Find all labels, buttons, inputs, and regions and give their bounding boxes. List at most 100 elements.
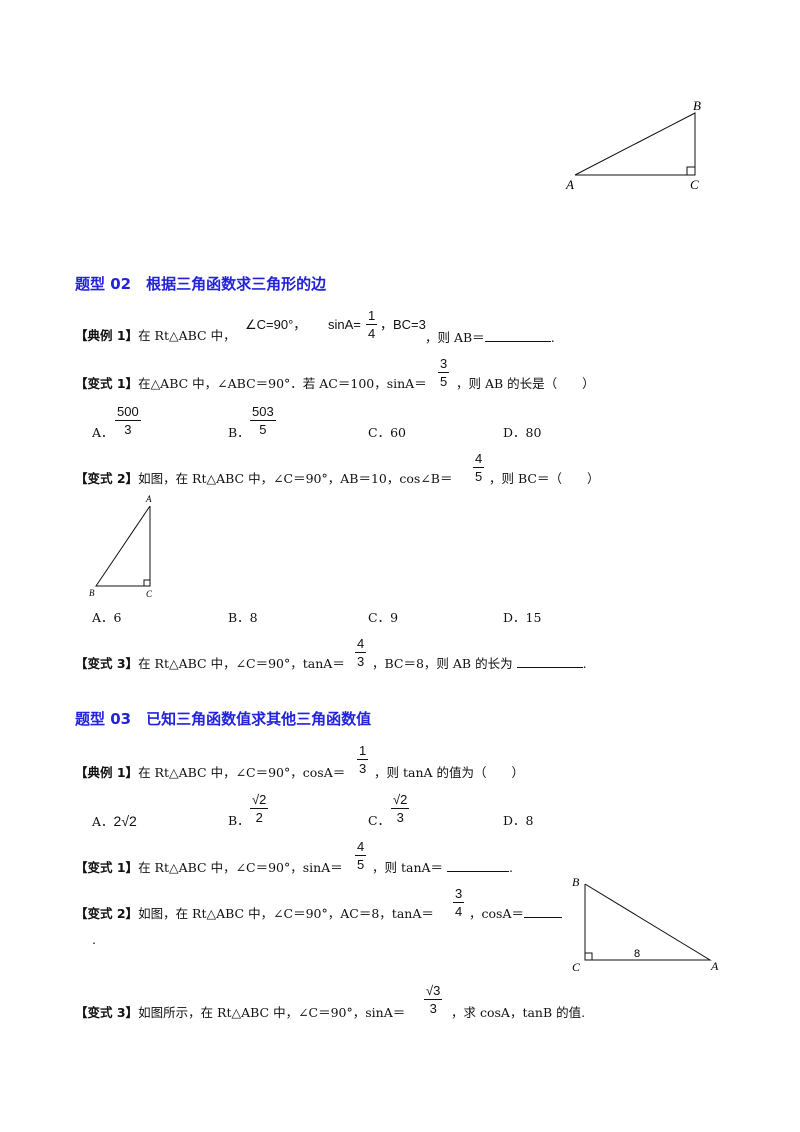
type02-example1-bc: ，BC=3 (380, 317, 426, 332)
option-a[interactable]: A．2√2 (92, 814, 137, 829)
fraction-denominator: 4 (455, 904, 463, 919)
fraction-denominator: 5 (440, 374, 448, 389)
triangle-figure-top: B A C (565, 98, 701, 192)
question-label: 【变式 2】 (75, 471, 139, 486)
question-label: 【典例 1】 (75, 328, 139, 343)
vertex-label-b: B (572, 875, 580, 889)
fraction-denominator: 2 (255, 810, 263, 825)
fraction: 3 4 (453, 886, 465, 919)
vertex-label-b: B (89, 588, 95, 598)
triangle-figure-variant2: A B C (89, 494, 153, 599)
type02-example1-line1: 【典例 1】在 Rt△ABC 中， (75, 328, 236, 343)
fraction: 4 5 (355, 839, 367, 872)
type02-variant1-tail: ，则 AB 的长是（ ） (456, 376, 595, 391)
type02-variant2-line: 【变式 2】如图，在 Rt△ABC 中，∠C＝90°，AB＝10，cos∠B＝ (75, 471, 453, 486)
type03-variant3-line: 【变式 3】如图所示，在 Rt△ABC 中，∠C＝90°，sinA＝ (75, 1005, 406, 1020)
question-text: ，cosA＝ (469, 906, 524, 921)
fraction-numerator: √3 (424, 983, 443, 1000)
question-text: 在 Rt△ABC 中，∠C＝90°，cosA＝ (138, 765, 346, 780)
option-c[interactable]: C． (368, 813, 391, 828)
triangle-figure-variant2-b: B C A 8 (572, 875, 719, 974)
fraction: 4 3 (355, 637, 367, 669)
question-text: 在 Rt△ABC 中，∠C＝90°，sinA＝ (138, 860, 343, 875)
question-label: 【变式 1】 (75, 860, 139, 875)
fraction: √3 3 (424, 983, 443, 1016)
type03-example1-line: 【典例 1】在 Rt△ABC 中，∠C＝90°，cosA＝ (75, 765, 346, 780)
type03-variant1-line: 【变式 1】在 Rt△ABC 中，∠C＝90°，sinA＝ (75, 860, 343, 875)
type03-variant2-line: 【变式 2】如图，在 Rt△ABC 中，∠C＝90°，AC＝8，tanA＝ (75, 906, 434, 921)
fraction-numerator: 4 (355, 839, 367, 856)
fraction-denominator: 5 (259, 422, 267, 437)
option-label: A． (92, 814, 114, 829)
vertex-label-a: A (710, 959, 719, 973)
answer-blank[interactable] (484, 341, 551, 342)
fraction-denominator: 5 (357, 857, 365, 872)
vertex-label-c: C (572, 960, 581, 974)
question-text: 在△ABC 中，∠ABC＝90°．若 AC＝100，sinA＝ (138, 376, 427, 391)
vertex-label-c: C (146, 589, 153, 599)
fraction-numerator: 1 (366, 308, 378, 325)
question-text: . (582, 656, 587, 671)
option-b[interactable]: B． (228, 813, 250, 828)
type02-variant3-line: 【变式 3】在 Rt△ABC 中，∠C＝90°，tanA＝ (75, 656, 345, 671)
vertex-label-a: A (565, 177, 574, 192)
type03-variant3-tail: ，求 cosA，tanB 的值. (451, 1005, 586, 1020)
option-b-fraction: √2 2 (250, 792, 269, 825)
answer-blank[interactable] (447, 871, 510, 872)
type03-variant1-tail: ，则 tanA＝ . (372, 860, 513, 875)
fraction-denominator: 3 (429, 1001, 437, 1016)
type03-variant2-tail: ，cosA＝ (469, 906, 562, 921)
option-a-fraction: 500 3 (115, 405, 141, 436)
fraction-numerator: 503 (250, 404, 276, 421)
vertex-label-b: B (693, 98, 701, 113)
question-text: . (550, 330, 555, 345)
type03-example1-tail: ，则 tanA 的值为（ ） (374, 765, 525, 780)
fraction-denominator: 3 (396, 810, 404, 825)
fraction-numerator: 3 (438, 356, 450, 373)
question-label: 【变式 3】 (75, 656, 139, 671)
fraction: 3 5 (438, 356, 450, 389)
option-b-fraction: 503 5 (250, 405, 276, 436)
question-text: ，则 tanA＝ (372, 860, 444, 875)
option-b[interactable]: B．8 (228, 610, 258, 625)
question-text: 如图，在 Rt△ABC 中，∠C＝90°，AC＝8，tanA＝ (138, 906, 434, 921)
fraction-numerator: 1 (357, 743, 369, 760)
fraction: 1 4 (366, 308, 378, 341)
fraction-numerator: 3 (453, 886, 465, 903)
question-text: 在 Rt△ABC 中，∠C＝90°，tanA＝ (138, 656, 345, 671)
fraction-denominator: 3 (357, 654, 365, 669)
type02-example1-sin: sinA= (328, 317, 361, 332)
type02-variant1-line: 【变式 1】在△ABC 中，∠ABC＝90°．若 AC＝100，sinA＝ (75, 376, 427, 391)
question-label: 【典例 1】 (75, 765, 139, 780)
option-d[interactable]: D．80 (503, 425, 542, 440)
vertex-label-a: A (145, 494, 152, 504)
option-d[interactable]: D．8 (503, 813, 534, 828)
fraction-denominator: 4 (368, 326, 376, 341)
option-c[interactable]: C．9 (368, 610, 399, 625)
fraction-numerator: √2 (391, 792, 410, 809)
question-text: ，BC＝8，则 AB 的长为 (372, 656, 513, 671)
fraction-numerator: √2 (250, 792, 269, 809)
type02-variant2-tail: ，则 BC＝（ ） (489, 471, 600, 486)
question-text: 如图，在 Rt△ABC 中，∠C＝90°，AB＝10，cos∠B＝ (138, 471, 453, 486)
question-text: . (509, 860, 513, 875)
option-a[interactable]: A． (92, 425, 114, 440)
option-a[interactable]: A．6 (92, 610, 122, 625)
question-text: 如图所示，在 Rt△ABC 中，∠C＝90°，sinA＝ (138, 1005, 406, 1020)
answer-blank[interactable] (516, 667, 583, 668)
option-c[interactable]: C．60 (368, 425, 406, 440)
answer-blank[interactable] (523, 917, 562, 918)
fraction-numerator: 500 (115, 404, 141, 421)
option-b[interactable]: B． (228, 425, 250, 440)
side-length-label: 8 (634, 948, 640, 960)
section-title-type03: 题型 03 已知三角函数值求其他三角函数值 (75, 710, 372, 728)
fraction-denominator: 3 (359, 761, 367, 776)
question-text: ，则 AB＝ (425, 330, 485, 345)
type02-example1-angle: ∠C=90°， (245, 317, 307, 332)
option-c-fraction: √2 3 (391, 792, 410, 825)
fraction: 1 3 (357, 743, 369, 776)
type03-variant2-end: . (92, 932, 96, 947)
fraction-numerator: 4 (473, 451, 485, 468)
option-d[interactable]: D．15 (503, 610, 542, 625)
